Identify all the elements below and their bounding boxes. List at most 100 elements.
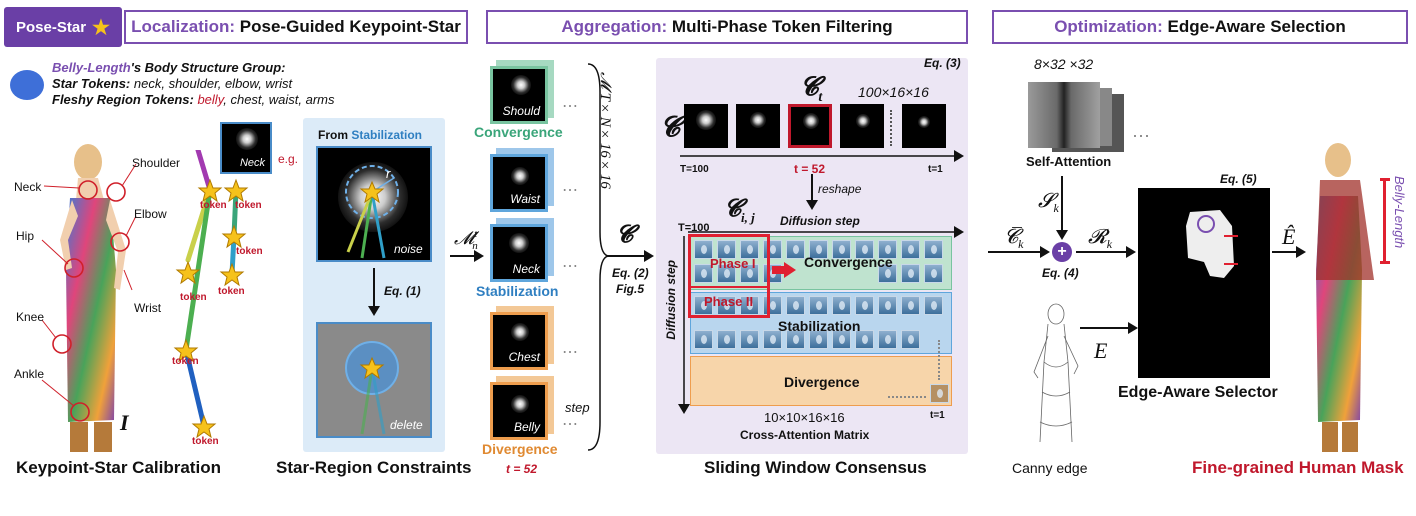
stack-neck: Neck xyxy=(490,224,548,282)
badge-label: Pose-Star xyxy=(16,18,87,36)
attn-dims: 8×32 ×32 xyxy=(1034,56,1094,72)
stack-should: Should xyxy=(490,66,548,124)
self-attn-dots: ⋯ xyxy=(1132,126,1150,146)
cell xyxy=(832,330,851,349)
Ck-sub: k xyxy=(1018,237,1024,251)
from-stabilization: From Stabilization xyxy=(318,128,422,142)
header-aggregation-title: Multi-Phase Token Filtering xyxy=(671,17,893,36)
ct-timeline xyxy=(680,150,964,162)
Sk-sub: k xyxy=(1053,201,1059,215)
cij-symbol: 𝓒 xyxy=(724,196,741,222)
cell xyxy=(763,330,782,349)
diffusion-v-arrow xyxy=(678,236,690,414)
body-group-text: Belly-Length's Body Structure Group: Sta… xyxy=(52,60,334,108)
label-ankle: Ankle xyxy=(14,367,45,381)
stack-belly-label: Belly xyxy=(513,420,540,434)
eq5-label: Eq. (5) xyxy=(1220,172,1257,186)
phase-arrow xyxy=(772,262,796,278)
band-divergence-label: Divergence xyxy=(784,374,860,390)
cell xyxy=(832,296,851,315)
group-title-a: Belly-Length xyxy=(52,60,131,75)
cell xyxy=(855,240,874,259)
token-label-7: token xyxy=(192,436,219,447)
star-tokens-key: Star Tokens: xyxy=(52,76,131,91)
eq1-arrow xyxy=(368,268,380,316)
stack-dots-4: ⋯ xyxy=(562,344,578,361)
selector-silhouette xyxy=(1186,210,1238,278)
skeleton-neck-label: Neck xyxy=(239,157,265,169)
plus-symbol: + xyxy=(1057,243,1067,260)
stack-t52: t = 52 xyxy=(506,462,538,476)
sliding-Ct-sub: t xyxy=(818,90,823,106)
sk-arrow xyxy=(1056,176,1068,240)
phase-window xyxy=(688,234,770,318)
ct-t52: t = 52 xyxy=(794,162,826,176)
pose-star-badge: Pose-Star ★ xyxy=(4,7,122,47)
eq3-label: Eq. (3) xyxy=(924,56,961,70)
sliding-C: 𝓒 xyxy=(660,112,680,143)
ct-frame-2 xyxy=(736,104,780,148)
mnt-label: 𝓜tn xyxy=(454,228,478,252)
sliding-Ct: 𝓒t xyxy=(800,72,822,106)
skeleton-graph xyxy=(173,150,249,439)
belly-length-vertical: Belly-Length xyxy=(1392,176,1407,249)
mnt-arrow xyxy=(450,250,484,262)
eq2-label: Eq. (2) xyxy=(612,266,649,280)
cell xyxy=(717,264,736,283)
ct-frame-3 xyxy=(788,104,832,148)
stack-chest-label: Chest xyxy=(508,350,540,364)
star-region-bottom-overlay xyxy=(345,341,399,435)
cell xyxy=(717,296,736,315)
cell xyxy=(832,240,851,259)
self-attn-image xyxy=(1028,82,1100,148)
header-aggregation: Aggregation: Multi-Phase Token Filtering xyxy=(486,10,968,44)
self-attention-label: Self-Attention xyxy=(1026,154,1112,169)
cij-sub: i, j xyxy=(741,209,755,225)
header-localization-key: Localization: xyxy=(131,17,236,36)
label-neck: Neck xyxy=(14,180,42,194)
label-hip: Hip xyxy=(16,229,35,243)
stack-neck-label: Neck xyxy=(512,262,540,276)
noise-label: noise xyxy=(394,242,423,256)
label-shoulder: Shoulder xyxy=(132,156,181,170)
matrix-T100: T=100 xyxy=(678,222,710,234)
stabilization-label: Stabilization xyxy=(351,128,423,142)
stack-waist: Waist xyxy=(490,154,548,212)
stabilization-stack-label: Stabilization xyxy=(476,283,559,299)
fig5-label: Fig.5 xyxy=(616,282,645,296)
cell xyxy=(740,264,759,283)
Sk-label: 𝓢k xyxy=(1038,190,1059,216)
mnt-M: 𝓜 xyxy=(454,228,475,248)
star-region-bottom-image: delete xyxy=(316,322,432,438)
group-title-b: 's Body Structure Group: xyxy=(130,60,286,75)
cell xyxy=(878,330,897,349)
mnt-sup: t xyxy=(474,228,478,240)
matrix-t1: t=1 xyxy=(930,410,945,421)
divergence-stack-label: Divergence xyxy=(482,441,558,457)
label-knee: Knee xyxy=(16,310,45,324)
caption-sliding-window: Sliding Window Consensus xyxy=(704,458,927,477)
cell xyxy=(740,296,759,315)
cell xyxy=(694,296,713,315)
sliding-Ct-symbol: 𝓒 xyxy=(800,72,819,101)
band-stabilization-label: Stabilization xyxy=(778,318,861,334)
cell xyxy=(786,296,805,315)
star-tokens-values: neck, shoulder, elbow, wrist xyxy=(133,76,293,91)
cell xyxy=(717,240,736,259)
label-image-I: I xyxy=(120,410,129,435)
mnt-sub: n xyxy=(472,239,478,252)
Rk-symbol: 𝓡 xyxy=(1088,226,1107,248)
skeleton-neck-thumbnail: Neck xyxy=(220,122,272,174)
cij-label: 𝓒i, j xyxy=(724,196,755,226)
reshape-label: reshape xyxy=(818,182,862,196)
convergence-label: Convergence xyxy=(474,124,563,140)
Ck-label: 𝓒̅k xyxy=(1004,226,1024,252)
Ehat-label: Ê xyxy=(1282,224,1296,249)
fleshy-belly: belly xyxy=(197,92,224,107)
star-region-top-overlay xyxy=(345,165,399,259)
label-wrist: Wrist xyxy=(134,301,162,315)
from-label: From xyxy=(318,128,352,142)
ct-t1: t=1 xyxy=(928,164,943,175)
header-localization-title: Pose-Guided Keypoint-Star xyxy=(239,17,461,36)
fleshy-rest: , chest, waist, arms xyxy=(223,92,335,107)
